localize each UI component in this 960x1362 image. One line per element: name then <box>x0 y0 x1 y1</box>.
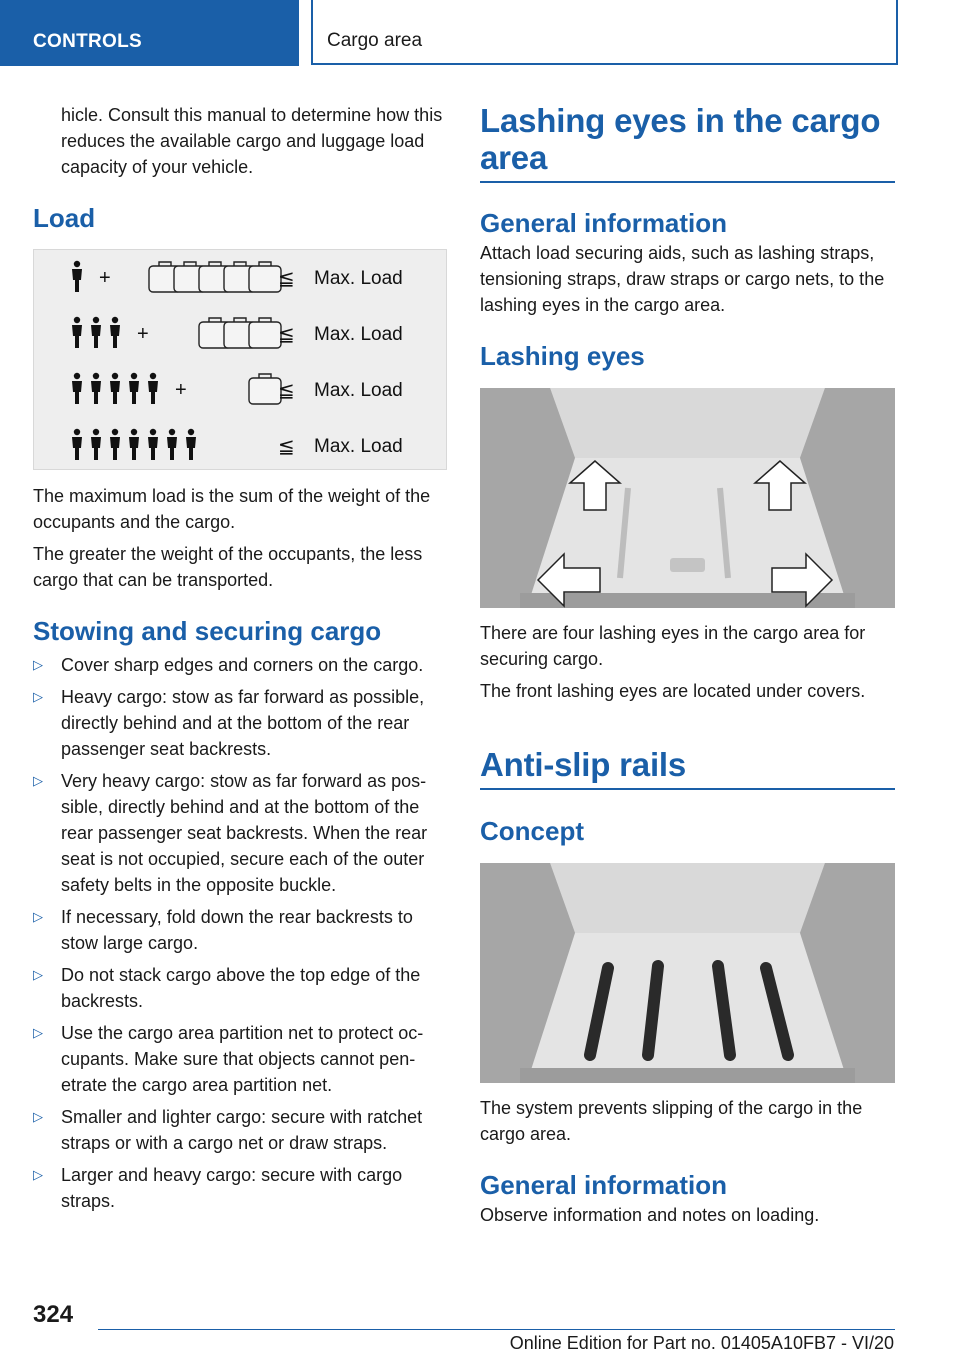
lashing-title: Lashing eyes in the cargo area <box>480 102 881 176</box>
less-equal-sign: ≦ <box>278 378 295 402</box>
triangle-bullet-icon: ▷ <box>33 773 43 788</box>
antislip-title: Anti-slip rails <box>480 746 687 783</box>
triangle-bullet-icon: ▷ <box>33 657 43 672</box>
person-icon <box>167 428 177 460</box>
section-label: CONTROLS <box>33 31 143 52</box>
list-item: ▷Smaller and lighter cargo: secure with … <box>33 1104 447 1156</box>
plus-sign: + <box>175 379 187 401</box>
plus-sign: + <box>137 323 149 345</box>
page-header: Cargo area <box>311 0 898 65</box>
luggage-icon <box>223 261 257 293</box>
lashing-paragraph-1: There are four lashing eyes in the cargo… <box>480 623 866 669</box>
left-column: hicle. Consult this manual to determine … <box>33 102 447 1220</box>
max-load-label: Max. Load <box>314 324 403 345</box>
load-heading: Load <box>33 203 96 233</box>
person-icon <box>186 428 196 460</box>
list-item: ▷Do not stack cargo above the top edge o… <box>33 962 447 1014</box>
triangle-bullet-icon: ▷ <box>33 1025 43 1040</box>
person-icon <box>72 372 82 404</box>
lashing-title-block: Lashing eyes in the cargo area <box>480 102 895 183</box>
less-equal-sign: ≦ <box>278 322 295 346</box>
person-icon <box>110 428 120 460</box>
luggage-icon <box>248 317 282 349</box>
triangle-bullet-icon: ▷ <box>33 967 43 982</box>
list-item: ▷Cover sharp edges and corners on the ca… <box>33 652 447 678</box>
lashing-eyes-photo <box>480 388 895 608</box>
general-info-heading-1: General information <box>480 208 728 238</box>
page-number: 324 <box>33 1301 74 1328</box>
cargo-rails-illustration <box>480 863 895 1083</box>
less-equal-sign: ≦ <box>278 266 295 290</box>
lashing-paragraph-2: The front lashing eyes are located under… <box>480 681 866 701</box>
person-icon <box>72 428 82 460</box>
stow-heading: Stowing and securing cargo <box>33 616 382 646</box>
antislip-title-block: Anti-slip rails <box>480 746 895 790</box>
general-info-text-2: Observe information and notes on loading… <box>480 1205 820 1225</box>
person-icon <box>72 260 82 292</box>
general-info-text-1: Attach load securing aids, such as lashi… <box>480 243 885 315</box>
person-icon <box>72 316 82 348</box>
person-icon <box>129 428 139 460</box>
footer-edition: Online Edition for Part no. 01405A10FB7 … <box>509 1333 894 1353</box>
person-icon <box>110 372 120 404</box>
section-tab: CONTROLS <box>0 0 299 66</box>
plus-sign: + <box>99 267 111 289</box>
anti-slip-rails-photo <box>480 863 895 1083</box>
person-icon <box>91 372 101 404</box>
person-icon <box>110 316 120 348</box>
cargo-area-illustration <box>480 388 895 608</box>
person-icon <box>148 372 158 404</box>
stow-list: ▷Cover sharp edges and corners on the ca… <box>33 652 447 1214</box>
luggage-icon <box>248 261 282 293</box>
list-item: ▷Very heavy cargo: stow as far forward a… <box>33 768 447 898</box>
list-item: ▷If necessary, fold down the rear backre… <box>33 904 447 956</box>
concept-paragraph: The system prevents slipping of the carg… <box>480 1098 863 1144</box>
list-item: ▷Use the cargo area partition net to pro… <box>33 1020 447 1098</box>
concept-heading: Concept <box>480 816 584 846</box>
max-load-label: Max. Load <box>314 380 403 401</box>
right-column: Lashing eyes in the cargo area General i… <box>480 102 895 1228</box>
luggage-icon <box>248 373 282 405</box>
person-icon <box>91 316 101 348</box>
person-icon <box>91 428 101 460</box>
person-icon <box>148 428 158 460</box>
footer-rule <box>98 1329 895 1330</box>
lashing-eyes-heading: Lashing eyes <box>480 341 645 371</box>
max-load-label: Max. Load <box>314 436 403 457</box>
page-header-title: Cargo area <box>327 30 423 51</box>
less-equal-sign: ≦ <box>278 434 295 458</box>
general-info-heading-2: General information <box>480 1170 728 1200</box>
load-paragraph-2: The greater the weight of the occupants,… <box>33 544 423 590</box>
person-icon <box>129 372 139 404</box>
list-item: ▷Larger and heavy cargo: secure with car… <box>33 1162 447 1214</box>
load-figure: + ≦ Max. Load + ≦ Max. Load + ≦ Max. Load ≦ Max. L… <box>33 249 447 470</box>
triangle-bullet-icon: ▷ <box>33 689 43 704</box>
list-item: ▷Heavy cargo: stow as far forward as pos… <box>33 684 447 762</box>
intro-paragraph: hicle. Consult this manual to determine … <box>61 105 443 177</box>
triangle-bullet-icon: ▷ <box>33 1109 43 1124</box>
luggage-icon <box>223 317 257 349</box>
triangle-bullet-icon: ▷ <box>33 1167 43 1182</box>
max-load-label: Max. Load <box>314 268 403 289</box>
triangle-bullet-icon: ▷ <box>33 909 43 924</box>
load-paragraph-1: The maximum load is the sum of the weigh… <box>33 486 431 532</box>
load-diagram: + ≦ Max. Load + ≦ Max. Load + ≦ Max. Load ≦ Max. L… <box>72 260 403 460</box>
